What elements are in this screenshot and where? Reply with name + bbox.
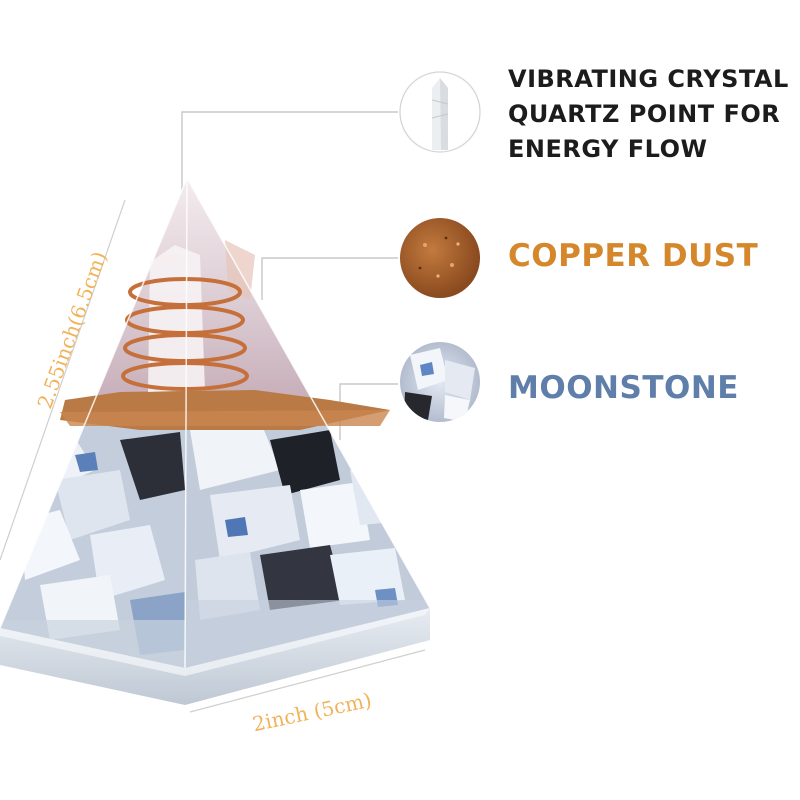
copper-dust-swatch <box>400 218 480 298</box>
copper-coil <box>121 277 249 391</box>
copper-dust-label: COPPER DUST <box>508 238 759 274</box>
moonstone-swatch <box>400 342 480 422</box>
moonstone-label: MOONSTONE <box>508 370 739 406</box>
dimension-lines <box>0 199 426 713</box>
quartz-feature-label: VIBRATING CRYSTAL QUARTZ POINT FOR ENERG… <box>508 65 789 163</box>
orgonite-pyramid <box>0 177 431 705</box>
quartz-point-icon <box>399 71 481 153</box>
